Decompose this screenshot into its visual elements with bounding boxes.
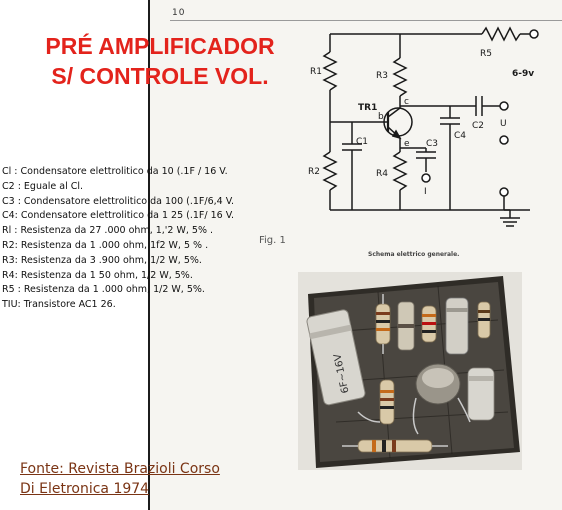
label-c4: C4 xyxy=(454,131,466,141)
parts-list-item: R5 : Resistenza da 1 .000 ohm, 1/2 W, 5%… xyxy=(2,284,205,296)
label-r4: R4 xyxy=(376,169,388,179)
parts-list-item: R3: Resistenza da 3 .900 ohm, 1/2 W, 5%. xyxy=(2,254,202,266)
label-tr1: TR1 xyxy=(358,103,377,113)
title-line-2: S/ CONTROLE VOL. xyxy=(51,63,269,89)
label-collector: c xyxy=(404,97,409,107)
top-rule xyxy=(170,20,562,21)
figure-label: Fig. 1 xyxy=(259,235,286,246)
label-c2: C2 xyxy=(472,121,484,131)
label-output: U xyxy=(500,119,507,129)
page-number: 10 xyxy=(172,8,186,18)
label-c3: C3 xyxy=(426,139,438,149)
parts-list-item: Rl : Resistenza da 27 .000 ohm, 1,'2 W, … xyxy=(2,225,214,237)
label-r2: R2 xyxy=(308,167,320,177)
label-input: I xyxy=(424,187,427,197)
parts-list-item: R2: Resistenza da 1 .000 ohm, 1f2 W, 5 %… xyxy=(2,239,209,251)
parts-list-item: Cl : Condensatore elettrolitico da 10 (.… xyxy=(2,166,228,177)
parts-list-item: C4: Condensatore elettrolitico da 1 25 (… xyxy=(2,210,235,222)
parts-list-item: R4: Resistenza da 1 50 ohm, 1/2 W, 5%. xyxy=(2,269,193,281)
parts-list-item: C2 : Eguale al Cl. xyxy=(2,180,84,192)
label-r1: R1 xyxy=(310,67,322,77)
circuit-board-photo: 6F~16V xyxy=(298,272,522,470)
label-emitter: e xyxy=(404,139,410,149)
label-r5: R5 xyxy=(480,49,492,59)
parts-list-item: C3 : Condensatore elettrolitico da 100 (… xyxy=(2,195,235,207)
source-citation-line-2[interactable]: Di Eletronica 1974 xyxy=(20,481,150,497)
parts-list-item: TIU: Transistore AC1 26. xyxy=(2,299,116,311)
source-citation-line-1[interactable]: Fonte: Revista Brazioli Corso xyxy=(20,461,220,477)
parts-list: Cl : Condensatore elettrolitico da 10 (.… xyxy=(2,165,234,313)
label-r3: R3 xyxy=(376,71,388,81)
page-divider-line xyxy=(148,0,150,510)
title-line-1: PRÉ AMPLIFICADOR xyxy=(45,33,275,59)
label-c1: C1 xyxy=(356,137,368,147)
schematic-caption: Schema elettrico generale. xyxy=(368,251,460,258)
circuit-schematic: R1 R2 R3 R4 R5 C1 C2 C3 C4 TR1 b c e I U… xyxy=(308,26,539,227)
label-supply: 6-9v xyxy=(512,69,534,79)
label-base: b xyxy=(378,112,384,122)
